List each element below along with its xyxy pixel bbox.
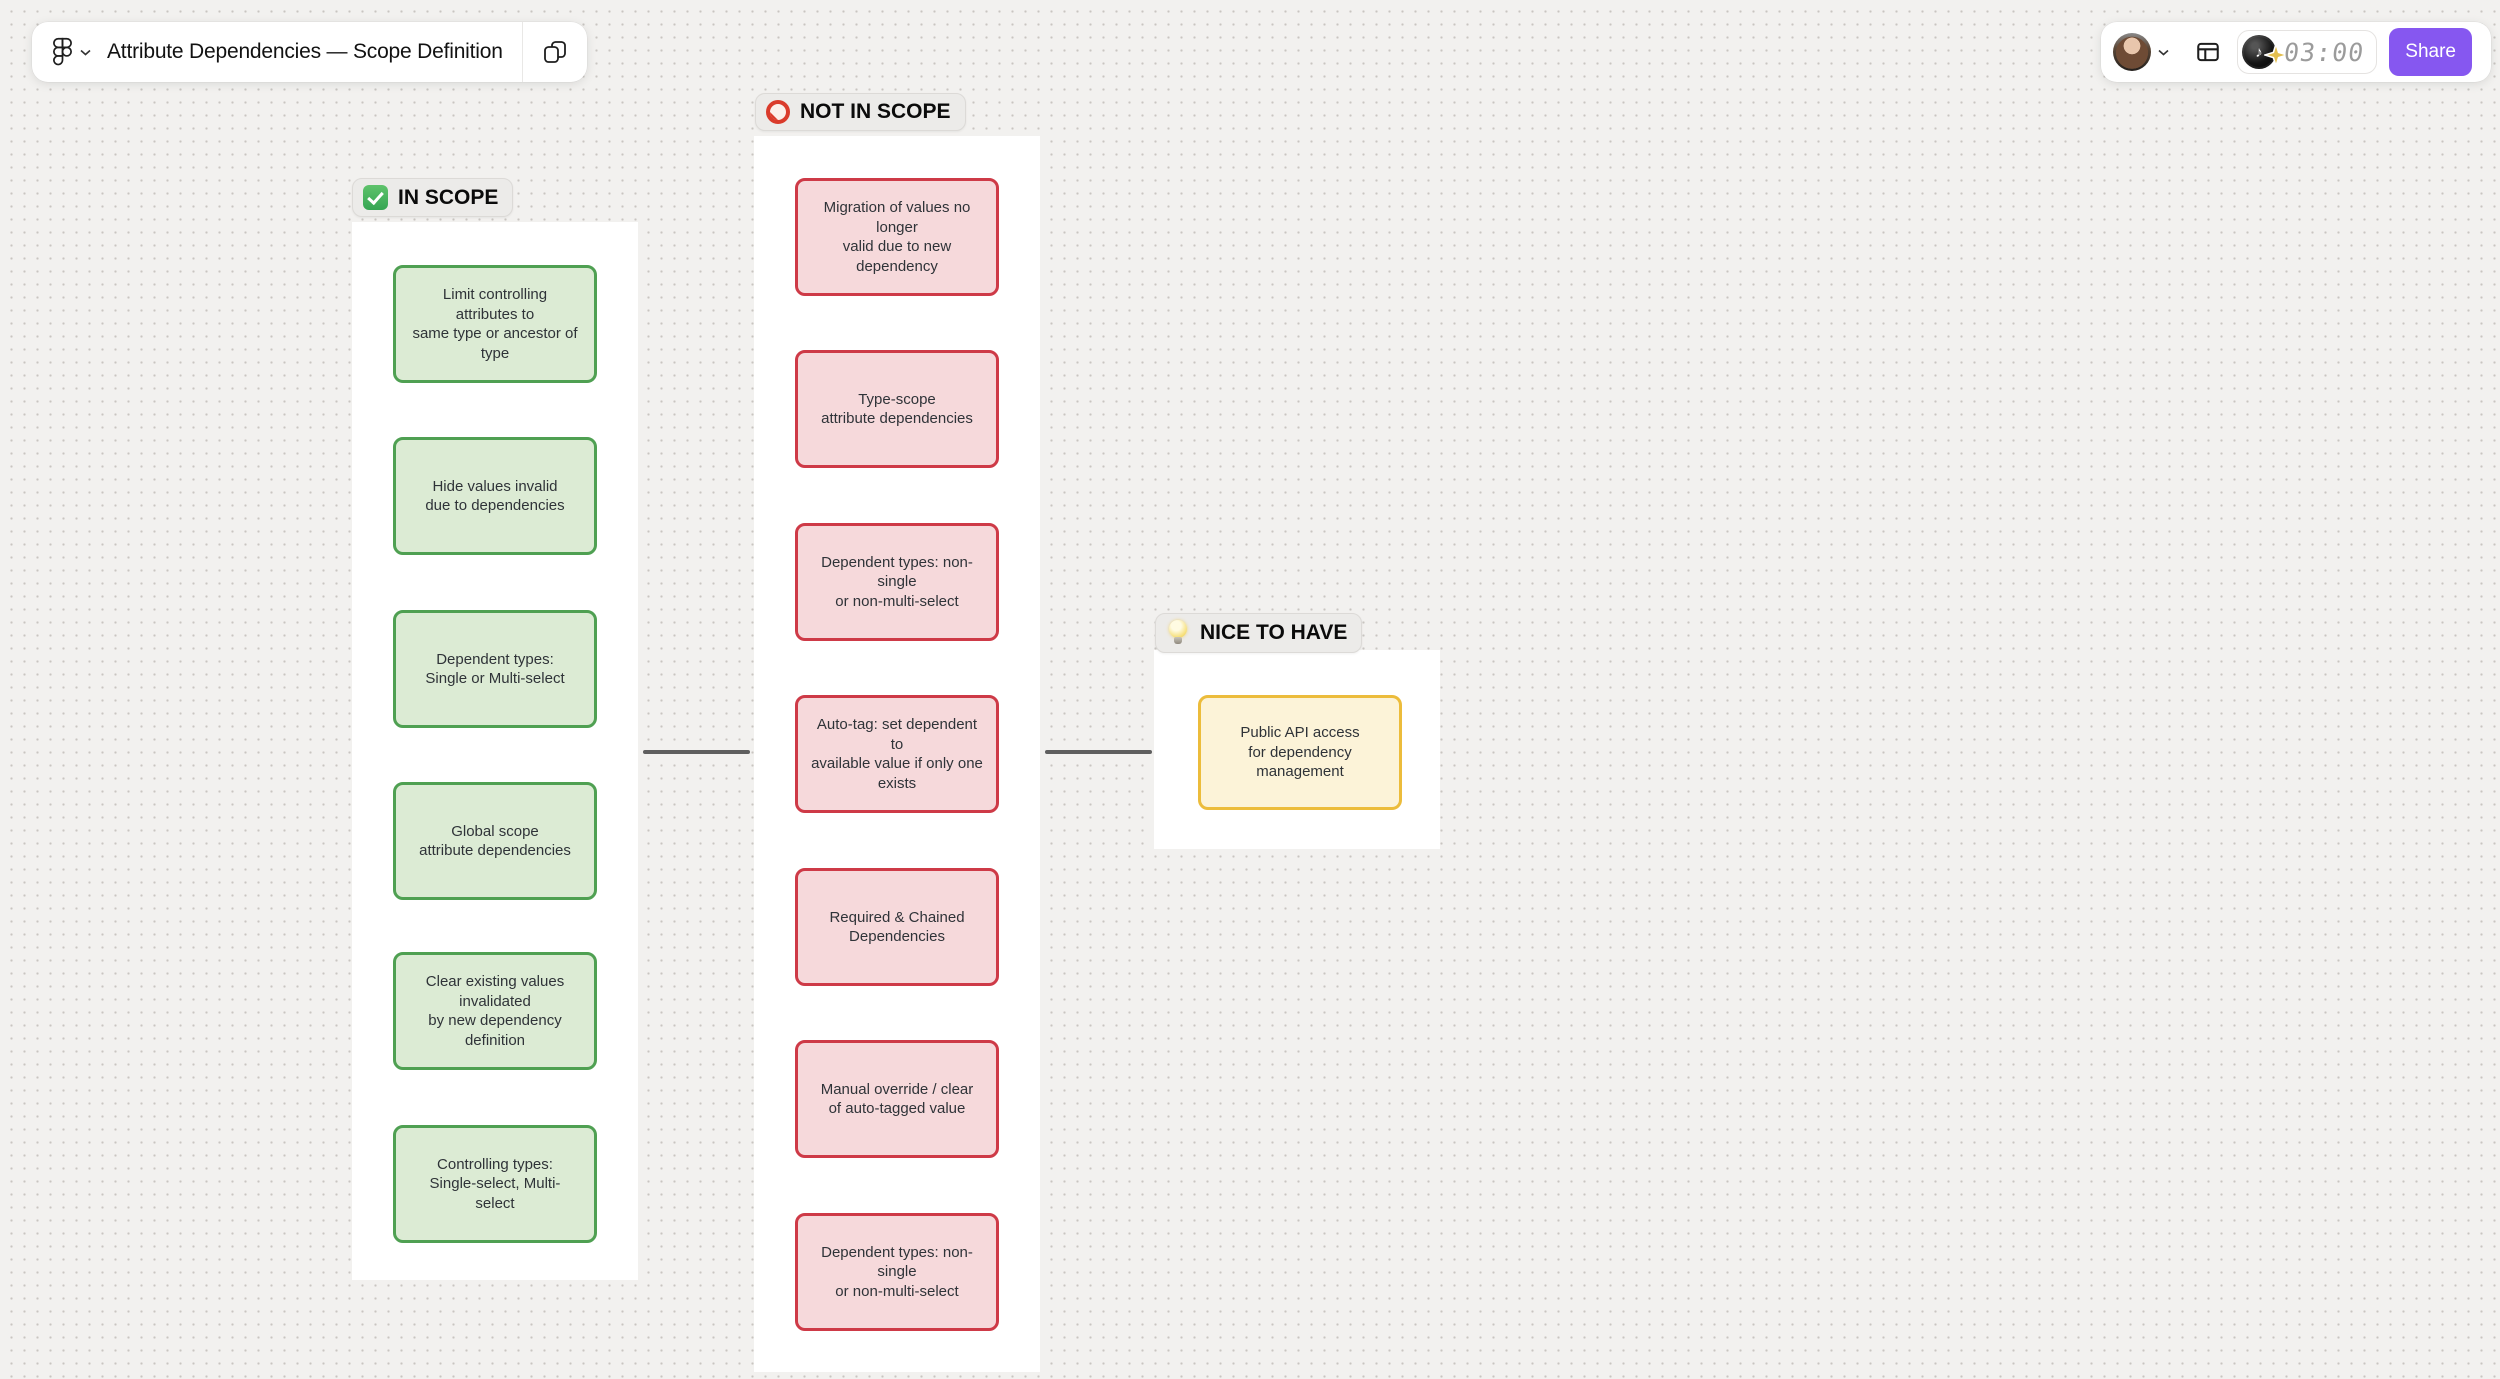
connector-not-in-scope-to-nice-to-have[interactable] (1045, 750, 1152, 754)
share-button[interactable]: Share (2389, 28, 2472, 76)
chevron-down-icon[interactable] (80, 49, 91, 56)
chevron-down-icon[interactable] (2158, 49, 2169, 56)
sticky-note[interactable]: Controlling types: Single-select, Multi-… (393, 1125, 597, 1243)
check-icon (363, 185, 388, 210)
sticky-note[interactable]: Migration of values no longer valid due … (795, 178, 999, 296)
copy-page-icon[interactable] (523, 22, 587, 82)
section-title: NICE TO HAVE (1200, 621, 1348, 644)
sparkle-star-icon (2262, 41, 2290, 72)
sticky-note[interactable]: Required & Chained Dependencies (795, 868, 999, 986)
sticky-note[interactable]: Clear existing values invalidated by new… (393, 952, 597, 1070)
sticky-note[interactable]: Dependent types: Single or Multi-select (393, 610, 597, 728)
section-title: NOT IN SCOPE (800, 100, 951, 123)
figma-logo-icon[interactable] (52, 37, 73, 68)
section-title: IN SCOPE (398, 185, 499, 209)
document-title[interactable]: Attribute Dependencies — Scope Definitio… (107, 40, 503, 63)
layout-panel-icon[interactable] (2195, 39, 2221, 65)
user-avatar[interactable] (2113, 33, 2151, 71)
sticky-note[interactable]: Auto-tag: set dependent to available val… (795, 695, 999, 813)
timer-widget[interactable]: ♪ 03:00 (2237, 30, 2378, 74)
section-in-scope[interactable] (352, 222, 638, 1280)
sticky-note[interactable]: Limit controlling attributes to same typ… (393, 265, 597, 383)
sticky-note[interactable]: Dependent types: non- single or non-mult… (795, 1213, 999, 1331)
sticky-note[interactable]: Public API access for dependency managem… (1198, 695, 1402, 810)
section-header-not-in-scope[interactable]: NOT IN SCOPE (755, 93, 966, 131)
music-vinyl-icon: ♪ (2242, 35, 2290, 69)
sticky-note[interactable]: Global scope attribute dependencies (393, 782, 597, 900)
collab-toolbar: ♪ 03:00 Share (2101, 22, 2491, 82)
section-header-in-scope[interactable]: IN SCOPE (352, 178, 514, 217)
sticky-note[interactable]: Hide values invalid due to dependencies (393, 437, 597, 555)
file-toolbar: Attribute Dependencies — Scope Definitio… (32, 22, 587, 82)
connector-in-scope-to-not-in-scope[interactable] (643, 750, 750, 754)
no-entry-icon (766, 100, 790, 124)
sticky-note[interactable]: Dependent types: non- single or non-mult… (795, 523, 999, 641)
sticky-note[interactable]: Type-scope attribute dependencies (795, 350, 999, 468)
section-header-nice-to-have[interactable]: NICE TO HAVE (1155, 613, 1363, 653)
timer-value: 03:00 (2282, 37, 2367, 67)
sticky-note[interactable]: Manual override / clear of auto-tagged v… (795, 1040, 999, 1158)
bulb-icon (1166, 620, 1190, 646)
toolbar-divider (522, 22, 523, 82)
